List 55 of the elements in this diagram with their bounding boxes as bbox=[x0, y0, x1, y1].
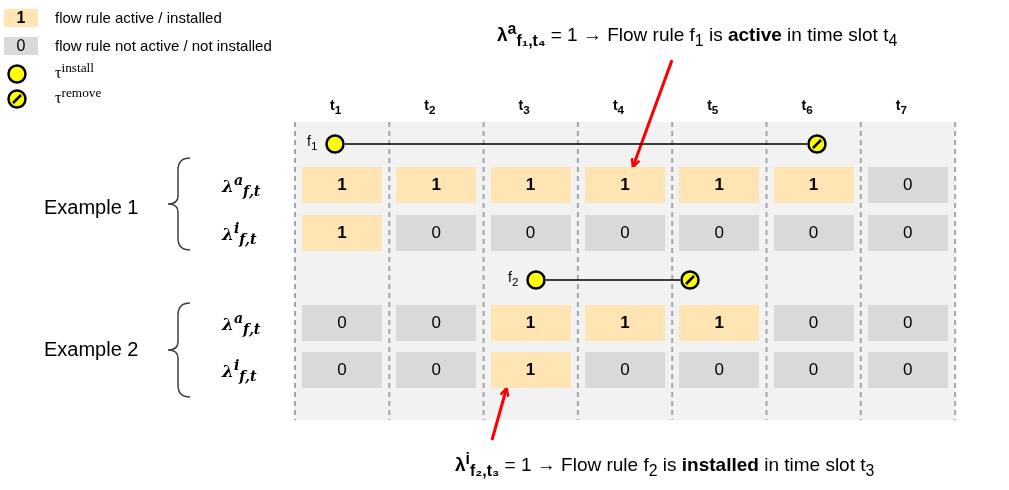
value-cell: 0 bbox=[490, 215, 571, 251]
value-cell: 0 bbox=[396, 352, 477, 388]
legend-text: flow rule active / installed bbox=[55, 9, 222, 26]
column-header: t$_{4}$ bbox=[612, 97, 625, 116]
column-header: t$_{2}$ bbox=[424, 97, 436, 116]
value-cell: 1 bbox=[584, 305, 665, 341]
flow-label: f$_{1}$ bbox=[307, 133, 318, 152]
arrow bbox=[490, 386, 510, 441]
legend-swatch: 1 bbox=[4, 9, 38, 27]
value-cell: 0 bbox=[867, 305, 948, 341]
value-cell: 1 bbox=[584, 167, 665, 203]
remove-marker bbox=[806, 133, 828, 155]
value-cell: 0 bbox=[396, 305, 477, 341]
value-cell: 1 bbox=[679, 167, 760, 203]
value-cell: 0 bbox=[679, 352, 760, 388]
column-header: t$_{1}$ bbox=[330, 97, 342, 116]
value-cell: 1 bbox=[490, 167, 571, 203]
annotation-text: λ$^{i}$$_{f₂,t₃}$ = 1 → Flow rule f$_{2}$ is installed in time slot t$_{3}$ bbox=[455, 450, 875, 481]
legend-text: τ$^{install}$ bbox=[55, 60, 95, 83]
install-marker bbox=[324, 133, 346, 155]
value-cell: 0 bbox=[773, 305, 854, 341]
value-cell: 0 bbox=[679, 215, 760, 251]
connector-line bbox=[545, 279, 681, 281]
value-cell: 0 bbox=[584, 215, 665, 251]
legend-text: τ$^{remove}$ bbox=[55, 85, 102, 108]
column-header: t$_{5}$ bbox=[707, 97, 719, 116]
column-header: t$_{7}$ bbox=[895, 97, 907, 116]
value-cell: 0 bbox=[396, 215, 477, 251]
value-cell: 1 bbox=[490, 305, 571, 341]
value-cell: 1 bbox=[773, 167, 854, 203]
legend-swatch: 0 bbox=[4, 37, 38, 55]
value-cell: 1 bbox=[490, 352, 571, 388]
install-marker bbox=[525, 269, 547, 291]
value-cell: 1 bbox=[302, 167, 382, 203]
connector-line bbox=[344, 143, 808, 145]
annotation-text: λ$^{a}$$_{f₁,t₄}$ = 1 → Flow rule f$_{1}$ is active in time slot t$_{4}$ bbox=[497, 20, 898, 51]
flow-label: f$_{2}$ bbox=[508, 269, 519, 288]
value-cell: 0 bbox=[867, 352, 948, 388]
value-cell: 0 bbox=[302, 305, 382, 341]
row-group-label: Example 2 bbox=[44, 338, 139, 361]
value-cell: 0 bbox=[584, 352, 665, 388]
row-group-label: Example 1 bbox=[44, 196, 139, 219]
value-cell: 0 bbox=[773, 352, 854, 388]
value-cell: 1 bbox=[679, 305, 760, 341]
arrow bbox=[630, 59, 674, 169]
value-cell: 0 bbox=[867, 167, 948, 203]
value-cell: 0 bbox=[773, 215, 854, 251]
value-cell: 0 bbox=[867, 215, 948, 251]
remove-marker bbox=[679, 269, 701, 291]
legend-text: flow rule not active / not installed bbox=[55, 37, 272, 54]
value-cell: 1 bbox=[396, 167, 477, 203]
column-header: t$_{6}$ bbox=[801, 97, 813, 116]
value-cell: 0 bbox=[302, 352, 382, 388]
column-header: t$_{3}$ bbox=[518, 97, 530, 116]
value-cell: 1 bbox=[302, 215, 382, 251]
